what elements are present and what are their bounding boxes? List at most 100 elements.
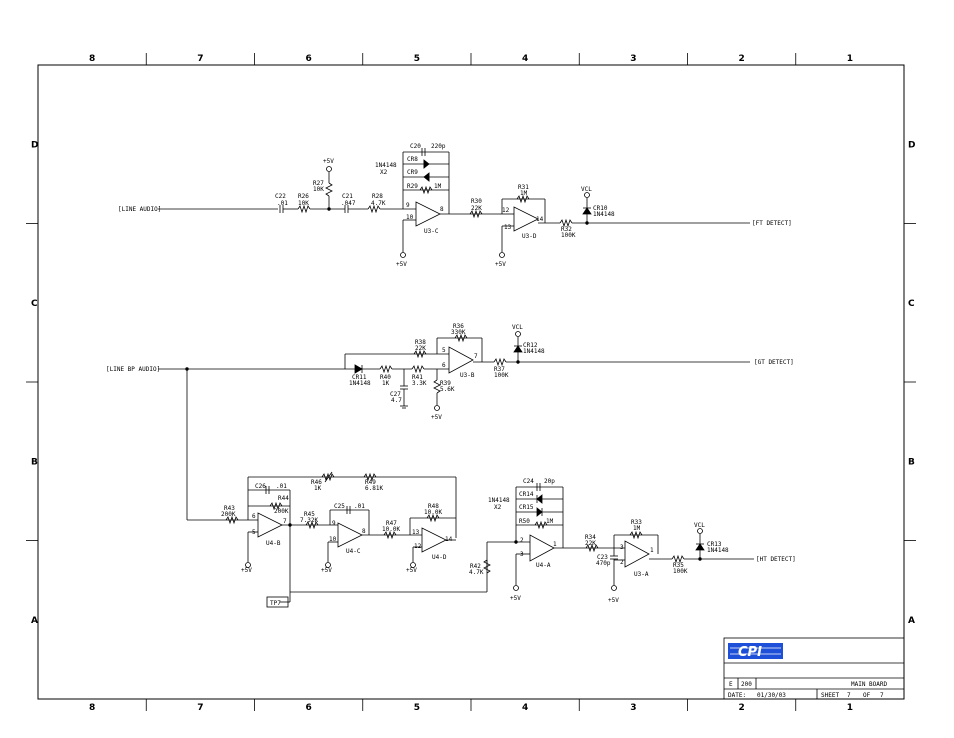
zone-col-bottom-1: 1 xyxy=(847,703,853,713)
cpi-logo: CPI xyxy=(728,643,783,660)
c21-value: .047 xyxy=(341,200,356,207)
r37-ref: R37 xyxy=(494,366,505,373)
of-label: OF xyxy=(863,692,871,699)
r39-value: 5.6K xyxy=(440,386,455,393)
diode-pair2-type: 1N4148 xyxy=(488,497,510,504)
r34-value: 22K xyxy=(585,540,596,547)
cr12-ref: CR12 xyxy=(523,342,538,349)
r49-ref: R49 xyxy=(365,479,376,486)
r31-value: 1M xyxy=(520,190,528,197)
c23-ref: C23 xyxy=(597,554,608,561)
r36-value: 330K xyxy=(451,329,466,336)
r30-ref: R30 xyxy=(471,198,482,205)
r26-ref: R26 xyxy=(298,193,309,200)
u3b-ref: U3-B xyxy=(460,372,475,379)
r28-value: 4.7K xyxy=(371,200,386,207)
logo-text: CPI xyxy=(738,645,762,660)
u4d-pin-out: 14 xyxy=(445,536,453,543)
r50-ref: R50 xyxy=(519,518,530,525)
c23-value: 470p xyxy=(596,560,611,567)
zone-col-top-8: 8 xyxy=(89,54,95,64)
r32-ref: R32 xyxy=(561,226,572,233)
cr8-ref: CR8 xyxy=(407,156,418,163)
u4a-pin-out: 1 xyxy=(553,541,557,548)
r50-value: 1M xyxy=(546,518,554,525)
cr13-type: 1N4148 xyxy=(707,547,729,554)
port-gt-detect: [GT DETECT] xyxy=(754,359,794,366)
zone-col-bottom-2: 2 xyxy=(738,703,744,713)
u3a-pin-in-pos: 3 xyxy=(620,544,624,551)
plus5-u4d: +5V xyxy=(406,567,417,574)
size-rev: E xyxy=(729,681,733,688)
u4a-pin-in-pos: 3 xyxy=(520,551,524,558)
sheet-label: SHEET xyxy=(821,692,839,699)
gt-detect-channel xyxy=(158,331,750,520)
u3b-pin-in-pos: 5 xyxy=(442,347,446,354)
u4a-pin-in-neg: 2 xyxy=(520,537,524,544)
r30-value: 22K xyxy=(471,205,482,212)
u4d-pin-in-pos: 12 xyxy=(414,543,422,550)
drawing-title: MAIN BOARD xyxy=(851,681,888,688)
u4b-ref: U4-B xyxy=(266,540,281,547)
r40-ref: R40 xyxy=(380,374,391,381)
plus5-u3d: +5V xyxy=(495,261,506,268)
zone-row-right-A: A xyxy=(908,616,915,626)
sheet-border xyxy=(37,64,905,700)
zone-row-left-A: A xyxy=(31,616,38,626)
u4b-pin-out: 7 xyxy=(283,518,287,525)
zone-col-bottom-3: 3 xyxy=(630,703,636,713)
port-tp7: TP7 xyxy=(270,600,281,607)
zone-row-right-D: D xyxy=(908,140,915,150)
plus5-u4b: +5V xyxy=(241,567,252,574)
r44-ref: R44 xyxy=(278,495,289,502)
c20-value: 220p xyxy=(431,143,446,150)
r27-value: 10K xyxy=(313,186,324,193)
r37-value: 100K xyxy=(494,372,509,379)
r44-value: 200K xyxy=(274,508,289,515)
zone-col-top-1: 1 xyxy=(847,54,853,64)
ht-detect-channel xyxy=(187,471,754,603)
u3d-pin-in-pos: 12 xyxy=(502,207,510,214)
cr15-ref: CR15 xyxy=(519,504,534,511)
c21-ref: C21 xyxy=(342,193,353,200)
r34-ref: R34 xyxy=(585,534,596,541)
cr11-ref: CR11 xyxy=(352,374,367,381)
zone-col-top-2: 2 xyxy=(738,54,744,64)
c24-ref: C24 xyxy=(523,478,534,485)
r46-ref: R46 xyxy=(311,479,322,486)
r43-ref: R43 xyxy=(224,505,235,512)
r42-ref: R42 xyxy=(470,563,481,570)
r38-ref: R38 xyxy=(415,339,426,346)
zone-row-left-D: D xyxy=(31,140,38,150)
cr10-type: 1N4148 xyxy=(593,211,615,218)
zone-col-bottom-8: 8 xyxy=(89,703,95,713)
zone-row-right-C: C xyxy=(908,299,915,309)
u4c-ref: U4-C xyxy=(346,548,361,555)
c20-ref: C20 xyxy=(410,143,421,150)
r29-value: 1M xyxy=(434,183,442,190)
zone-col-top-7: 7 xyxy=(197,54,203,64)
c27-ref: C27 xyxy=(390,391,401,398)
r29-ref: R29 xyxy=(407,183,418,190)
u3c-pin-out: 8 xyxy=(440,206,444,213)
u4a-ref: U4-A xyxy=(536,562,551,569)
plus5-u3c: +5V xyxy=(396,261,407,268)
r47-value: 10.0K xyxy=(382,526,400,533)
vcl-cr10: VCL xyxy=(581,186,592,193)
cr12-type: 1N4148 xyxy=(523,348,545,355)
ports: [LINE AUDIO] [FT DETECT] [LINE BP AUDIO]… xyxy=(106,206,796,608)
vcl-cr12: VCL xyxy=(512,324,523,331)
r26-value: 10K xyxy=(298,200,309,207)
port-ft-detect: [FT DETECT] xyxy=(752,220,792,227)
zone-row-left-B: B xyxy=(31,457,38,467)
u3c-ref: U3-C xyxy=(424,228,439,235)
tp7-box xyxy=(266,596,289,608)
title-block xyxy=(723,637,905,700)
u3c-pin-in-pos: 9 xyxy=(406,202,410,209)
r28-ref: R28 xyxy=(372,193,383,200)
drawing-number: 200 xyxy=(741,681,752,688)
r31-ref: R31 xyxy=(518,184,529,191)
r49-value: 6.81K xyxy=(365,485,383,492)
r27-ref: R27 xyxy=(313,180,324,187)
